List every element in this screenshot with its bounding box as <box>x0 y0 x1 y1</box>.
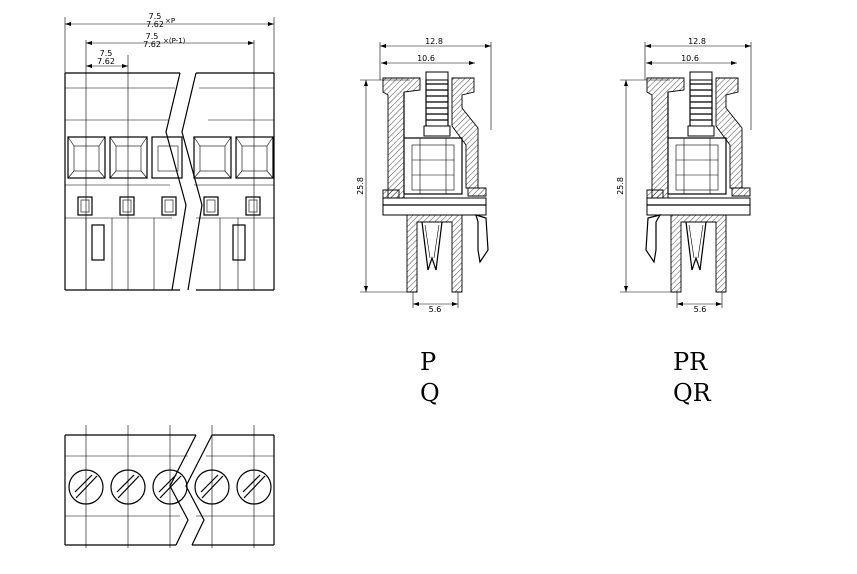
pin-dimension-text: 5.6 <box>429 305 442 314</box>
pitch-single-dimension: 7.5 7.62 <box>86 49 129 290</box>
pin-dimension: 5.6 <box>676 292 723 314</box>
screw-hole <box>68 469 104 505</box>
label-pr: PR <box>673 348 708 376</box>
label-qr: QR <box>673 379 712 407</box>
screw-hole <box>194 469 230 505</box>
pin-slots <box>77 196 261 261</box>
screw-hole <box>236 469 272 505</box>
housing-section <box>382 71 489 293</box>
pitch-span-bottom-text: 7.62 <box>143 40 161 49</box>
pitch-span-dimension: 7.5 7.62 ×(P-1) <box>85 32 255 290</box>
screw-window <box>193 136 232 179</box>
outer-width-dimension: 12.8 <box>379 37 492 130</box>
screw-hole <box>110 469 146 505</box>
section-view-p-q: 12.8 10.6 25.8 5.6 <box>356 37 492 407</box>
pin-dimension-text: 5.6 <box>694 305 707 314</box>
pitch-single-bottom-text: 7.62 <box>97 57 115 66</box>
housing-section <box>645 71 751 293</box>
outer-width-dimension: 12.8 <box>644 37 752 130</box>
height-text: 25.8 <box>356 177 365 195</box>
pitch-span-top-text: 7.5 <box>146 32 159 41</box>
pitch-total-top-text: 7.5 <box>149 12 162 21</box>
inner-width-dimension: 10.6 <box>646 54 737 65</box>
screw-window <box>67 136 106 179</box>
label-q: Q <box>420 379 440 407</box>
pitch-total-suffix-text: ×P <box>165 17 175 25</box>
height-dimension: 25.8 <box>616 79 680 293</box>
pin-dimension: 5.6 <box>412 292 459 314</box>
bottom-view <box>64 425 275 548</box>
screw-windows <box>67 136 274 179</box>
front-body <box>64 72 275 291</box>
inner-width-text: 10.6 <box>681 54 699 63</box>
label-p: P <box>420 348 436 376</box>
height-text: 25.8 <box>616 177 625 195</box>
section-view-pr-qr: 12.8 10.6 25.8 5.6 <box>616 37 752 407</box>
screw-hole <box>152 469 188 505</box>
inner-width-text: 10.6 <box>417 54 435 63</box>
front-view: 7.5 7.62 ×P 7.5 7.62 ×(P-1) 7.5 7.62 <box>64 12 275 291</box>
screw-window <box>109 136 148 179</box>
inner-width-dimension: 10.6 <box>381 54 475 65</box>
outer-width-text: 12.8 <box>425 37 443 46</box>
pitch-total-dimension: 7.5 7.62 ×P <box>64 12 275 290</box>
pitch-span-suffix-text: ×(P-1) <box>163 37 186 45</box>
outer-width-text: 12.8 <box>688 37 706 46</box>
screw-window <box>235 136 274 179</box>
screw-window <box>151 136 183 179</box>
pitch-total-bottom-text: 7.62 <box>146 20 164 29</box>
screw-holes <box>68 469 272 505</box>
pitch-single-top-text: 7.5 <box>100 49 113 58</box>
